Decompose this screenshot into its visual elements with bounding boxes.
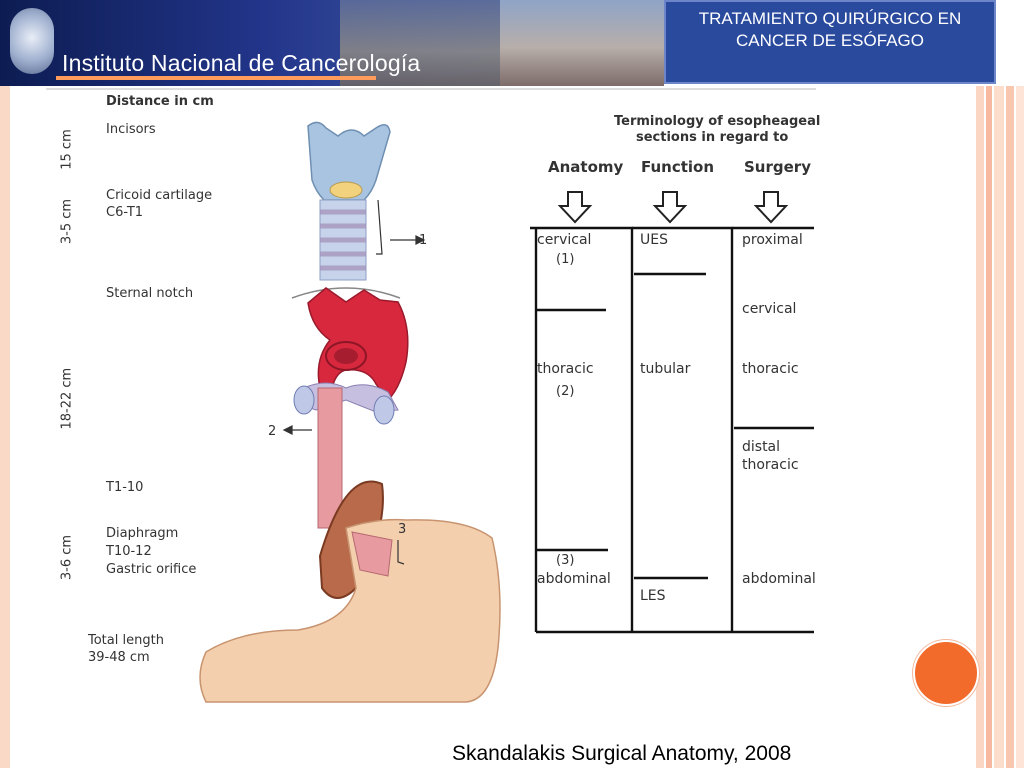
right-decor-stripe bbox=[986, 86, 992, 768]
surgery-cervical: cervical bbox=[742, 301, 797, 317]
distance-label: 15 cm bbox=[59, 129, 75, 170]
institution-logo-icon bbox=[10, 8, 54, 74]
distance-label: 3-5 cm bbox=[59, 198, 75, 245]
decor-circle bbox=[913, 640, 979, 706]
terminology-heading-line1: Terminology of esopheageal bbox=[614, 114, 821, 129]
distance-heading: Distance in cm bbox=[106, 94, 214, 109]
right-decor-stripe bbox=[976, 86, 984, 768]
right-decor-stripe bbox=[1016, 86, 1024, 768]
figure-drawing bbox=[46, 88, 816, 703]
anatomy-note-2: (2) bbox=[556, 384, 575, 399]
column-header-anatomy: Anatomy bbox=[548, 158, 624, 176]
anatomy-abdominal: abdominal bbox=[537, 571, 611, 587]
aortic-arch-icon bbox=[307, 287, 409, 402]
marker-2-arrowhead bbox=[282, 425, 293, 435]
marker-3-leader bbox=[397, 540, 405, 565]
surgery-thoracic: thoracic bbox=[742, 361, 799, 377]
header-banner: Instituto Nacional de Cancerología bbox=[0, 0, 664, 86]
anatomy-cervical: cervical bbox=[537, 232, 592, 248]
header-photo-building bbox=[500, 0, 664, 86]
column-arrows bbox=[557, 191, 789, 224]
label-gastric-orifice: Gastric orifice bbox=[106, 562, 197, 577]
surgery-abdominal: abdominal bbox=[742, 571, 816, 587]
marker-1-bracket bbox=[376, 199, 383, 255]
label-total-length: Total length bbox=[88, 633, 164, 648]
surgery-distal: distal bbox=[742, 439, 781, 455]
esophagus-figure: Distance in cm Incisors Cricoid cartilag… bbox=[46, 88, 820, 703]
surgery-distal-thoracic: thoracic bbox=[742, 457, 799, 473]
terminology-heading-line2: sections in regard to bbox=[636, 130, 789, 145]
marker-1-arrowhead bbox=[415, 235, 426, 245]
label-t1012: T10-12 bbox=[106, 544, 152, 559]
anatomy-note-3: (3) bbox=[556, 553, 575, 568]
left-decor-stripe bbox=[0, 86, 10, 768]
larynx-trachea-icon bbox=[291, 121, 401, 299]
stomach-icon bbox=[199, 518, 501, 703]
source-credit: Skandalakis Surgical Anatomy, 2008 bbox=[452, 742, 792, 765]
institution-name: Instituto Nacional de Cancerología bbox=[62, 50, 421, 76]
label-t110: T1-10 bbox=[106, 480, 144, 495]
surgery-proximal: proximal bbox=[742, 232, 803, 248]
anatomy-thoracic: thoracic bbox=[537, 361, 594, 377]
function-ues: UES bbox=[640, 232, 668, 248]
slide-title: TRATAMIENTO QUIRÚRGICO EN CANCER DE ESÓF… bbox=[664, 0, 996, 84]
marker-1-label: 1 bbox=[419, 233, 428, 248]
anatomy-note-1: (1) bbox=[556, 252, 575, 267]
header-underline bbox=[56, 76, 376, 80]
distance-label: 18-22 cm bbox=[59, 367, 75, 430]
column-header-function: Function bbox=[641, 158, 715, 176]
header-photo-city bbox=[340, 0, 500, 86]
arrow-surgery-icon bbox=[753, 191, 789, 224]
label-diaphragm: Diaphragm bbox=[106, 526, 179, 541]
arrow-function-icon bbox=[652, 191, 688, 224]
bronchi-icon bbox=[293, 382, 399, 425]
column-header-surgery: Surgery bbox=[744, 158, 811, 176]
distance-label: 3-6 cm bbox=[59, 534, 75, 581]
arrow-anatomy-icon bbox=[557, 191, 593, 224]
gastroesophageal-junction bbox=[351, 531, 393, 577]
marker-2-label: 2 bbox=[268, 424, 277, 439]
label-incisors: Incisors bbox=[106, 122, 156, 137]
function-les: LES bbox=[640, 588, 666, 604]
label-cricoid: Cricoid cartilage bbox=[106, 188, 213, 203]
right-decor-stripe bbox=[1006, 86, 1014, 768]
marker-3-label: 3 bbox=[398, 522, 407, 537]
right-decor-stripe bbox=[994, 86, 1004, 768]
terminology-table bbox=[530, 226, 814, 634]
label-total-length-value: 39-48 cm bbox=[88, 650, 150, 665]
function-tubular: tubular bbox=[640, 361, 691, 377]
label-sternal-notch: Sternal notch bbox=[106, 286, 194, 301]
label-c6t1: C6-T1 bbox=[106, 205, 144, 220]
